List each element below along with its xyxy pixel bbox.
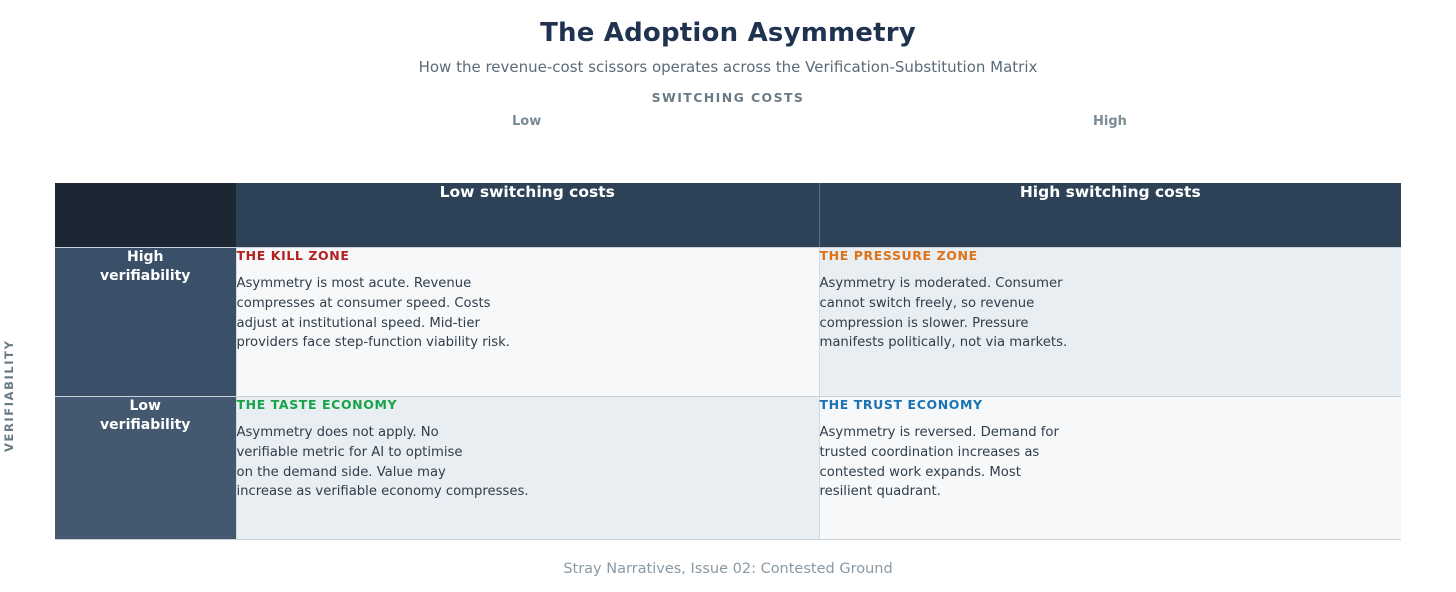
matrix-header-row: Low switching costs High switching costs xyxy=(55,183,1401,248)
quadrant-kill-zone[interactable]: THE KILL ZONE Asymmetry is most acute. R… xyxy=(235,247,819,397)
verification-substitution-matrix: Low switching costs High switching costs… xyxy=(55,183,1401,540)
matrix-table: Low switching costs High switching costs… xyxy=(55,183,1401,540)
page-subtitle: How the revenue-cost scissors operates a… xyxy=(418,58,1038,77)
quadrant-title: THE KILL ZONE xyxy=(236,248,350,263)
table-row: High verifiability THE KILL ZONE Asymmet… xyxy=(55,247,1401,397)
y-axis-title: VERIFIABILITY xyxy=(2,339,16,452)
quadrant-pressure-zone[interactable]: THE PRESSURE ZONE Asymmetry is moderated… xyxy=(818,247,1401,397)
x-axis-tick-low: Low xyxy=(512,114,542,130)
quadrant-title: THE PRESSURE ZONE xyxy=(819,248,978,263)
quadrant-body: Asymmetry is moderated. Consumer cannot … xyxy=(819,276,1068,351)
quadrant-body: Asymmetry is reversed. Demand for truste… xyxy=(819,425,1059,500)
x-axis: SWITCHING COSTS Low High xyxy=(0,90,1456,140)
quadrant-title: THE TRUST ECONOMY xyxy=(819,397,983,412)
quadrant-taste-economy[interactable]: THE TASTE ECONOMY Asymmetry does not app… xyxy=(235,396,819,540)
quadrant-title: THE TASTE ECONOMY xyxy=(236,397,398,412)
footer-caption: Stray Narratives, Issue 02: Contested Gr… xyxy=(563,561,893,577)
row-header-low-verifiability: Low verifiability xyxy=(55,396,236,540)
table-row: Low verifiability THE TASTE ECONOMY Asym… xyxy=(55,396,1401,540)
x-axis-tick-high: High xyxy=(1093,114,1127,130)
column-header-low-switching: Low switching costs xyxy=(236,183,819,248)
quadrant-trust-economy[interactable]: THE TRUST ECONOMY Asymmetry is reversed.… xyxy=(818,396,1401,540)
matrix-corner-cell xyxy=(55,183,236,248)
quadrant-body: Asymmetry does not apply. No verifiable … xyxy=(236,425,529,500)
column-header-high-switching: High switching costs xyxy=(818,183,1401,248)
page-title: The Adoption Asymmetry xyxy=(540,18,916,48)
row-header-high-verifiability: High verifiability xyxy=(55,247,236,397)
quadrant-body: Asymmetry is most acute. Revenue compres… xyxy=(236,276,511,351)
x-axis-title: SWITCHING COSTS xyxy=(651,90,805,106)
chart-header: The Adoption Asymmetry How the revenue-c… xyxy=(0,0,1456,76)
